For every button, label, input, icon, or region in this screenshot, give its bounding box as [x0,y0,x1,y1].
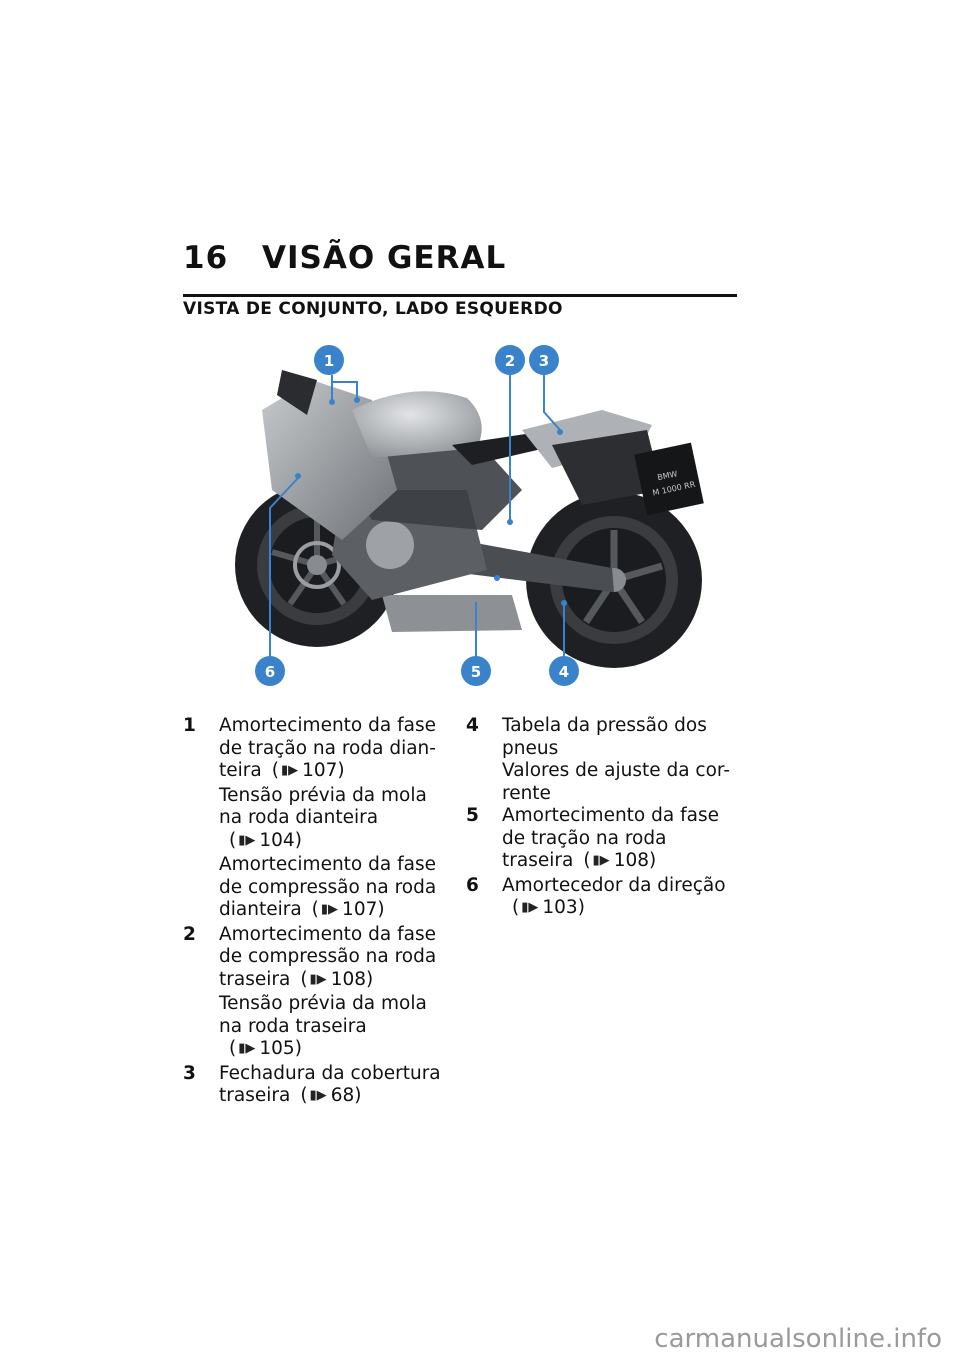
page-reference-icon: ▮▶ [238,1041,256,1056]
motorcycle-figure: BMW M 1000 RR 1 2 3 4 [235,345,704,686]
legend-item-2: 2 Amortecimento da fase de compressão na… [183,924,448,1063]
page-number: 16 [183,240,229,276]
page-reference[interactable]: (▮▶107) [311,899,385,920]
legend-entry-text: Fechadura da cobertura traseira [219,1062,441,1107]
exhaust [382,595,522,632]
legend-entry-text: Amortecimento da fase de compressão na r… [219,854,437,920]
legend-left-column: 1 Amortecimento da fase de tração na rod… [183,715,448,1110]
legend-number: 6 [466,874,479,896]
page-reference-icon: ▮▶ [280,763,299,778]
section-title: VISTA DE CONJUNTO, LADO ESQUERDO [183,299,563,319]
svg-text:2: 2 [505,352,515,370]
windscreen [277,370,317,415]
legend-entry-text: Tensão prévia da mola na roda traseira [219,993,427,1037]
page-reference[interactable]: (▮▶108) [583,850,657,871]
svg-text:6: 6 [265,663,275,681]
legend-entry-text: Amortecedor da direção [502,874,726,896]
page-reference-icon: ▮▶ [521,900,539,915]
page-reference[interactable]: (▮▶68) [300,1085,362,1106]
page-reference-icon: ▮▶ [309,971,327,987]
callout-2: 2 [495,345,525,375]
page-reference[interactable]: (▮▶108) [300,968,374,990]
fuel-tank [352,391,482,458]
callout-6: 6 [255,656,285,686]
plate-text-top: BMW [657,469,679,482]
title-rule [183,294,737,297]
license-plate: BMW M 1000 RR [634,442,704,516]
legend-number: 4 [466,715,479,736]
legend-entry-text: Amortecimento da fase de compressão na r… [219,923,437,990]
page-reference[interactable]: (▮▶107) [271,760,345,781]
engine-cover [366,521,414,569]
legend-right-column: 4 Tabela da pressão dos pneus Valores de… [466,715,741,922]
callout-5: 5 [461,656,491,686]
chapter-title: VISÃO GERAL [262,240,507,276]
legend-item-4: 4 Tabela da pressão dos pneus Valores de… [466,715,741,805]
callout-3: 3 [529,345,559,375]
legend-entry-text: Amortecimento da fase de tração na roda … [502,805,719,871]
page-reference[interactable]: (▮▶105) [229,1038,302,1059]
legend-entry-text: Tabela da pressão dos pneus [502,715,707,759]
tail-dark [552,430,662,505]
svg-text:4: 4 [559,663,569,681]
callout-1: 1 [314,345,344,375]
svg-text:1: 1 [324,352,334,370]
legend-entry-text: Valores de ajuste da cor- rente [502,760,731,804]
page-reference[interactable]: (▮▶104) [229,829,302,851]
legend-number: 5 [466,805,479,826]
legend-item-3: 3 Fechadura da cobertura traseira(▮▶68) [183,1063,448,1110]
leader-points [295,397,567,606]
page-reference-icon: ▮▶ [592,853,610,868]
svg-text:3: 3 [539,352,549,370]
page-reference[interactable]: (▮▶103) [512,897,585,918]
page-reference-icon: ▮▶ [309,1088,327,1103]
page-reference-icon: ▮▶ [238,832,256,848]
page-reference-icon: ▮▶ [320,902,339,917]
legend-entry-text: Amortecimento da fase de tração na roda … [219,715,436,781]
legend-item-1: 1 Amortecimento da fase de tração na rod… [183,715,448,924]
legend-entry-text: Tensão prévia da mola na roda dianteira [219,784,427,829]
watermark: carmanualsonline.info [654,1324,942,1354]
legend-number: 1 [183,715,196,736]
legend-item-5: 5 Amortecimento da fase de tração na rod… [466,805,741,875]
leader-lines [269,370,565,662]
svg-text:5: 5 [471,663,481,681]
legend-item-6: 6 Amortecedor da direção(▮▶103) [466,875,741,922]
legend-number: 2 [183,923,196,945]
callout-4: 4 [549,656,579,686]
legend-number: 3 [183,1062,196,1084]
